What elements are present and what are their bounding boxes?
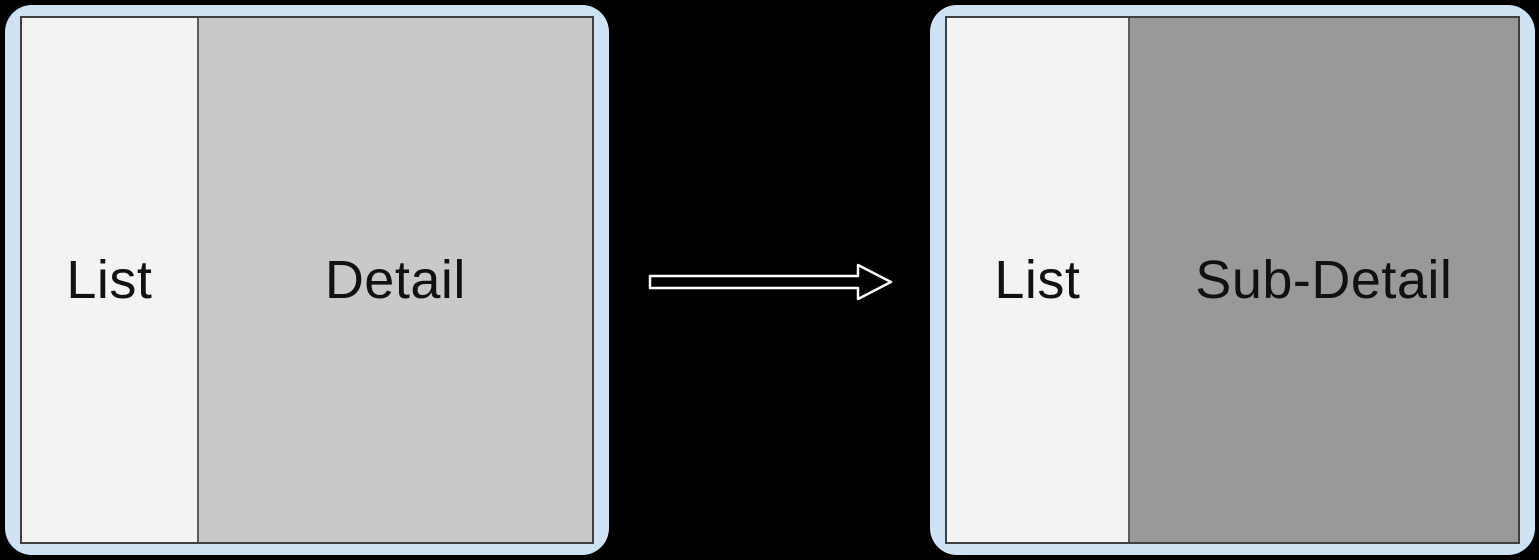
- screen-after: List Sub-Detail: [945, 16, 1520, 544]
- list-pane-label: List: [66, 250, 153, 310]
- list-pane: List: [22, 18, 199, 542]
- list-pane: List: [947, 18, 1130, 542]
- arrow-right-icon: [648, 263, 893, 301]
- detail-pane-label: Detail: [324, 250, 466, 310]
- screen-before: List Detail: [20, 16, 594, 544]
- sub-detail-pane-label: Sub-Detail: [1195, 250, 1453, 310]
- sub-detail-pane: Sub-Detail: [1129, 18, 1518, 542]
- panel-after-transition: List Sub-Detail: [930, 5, 1535, 555]
- list-pane-label: List: [994, 250, 1081, 310]
- detail-pane: Detail: [198, 18, 592, 542]
- panel-before-transition: List Detail: [5, 5, 609, 555]
